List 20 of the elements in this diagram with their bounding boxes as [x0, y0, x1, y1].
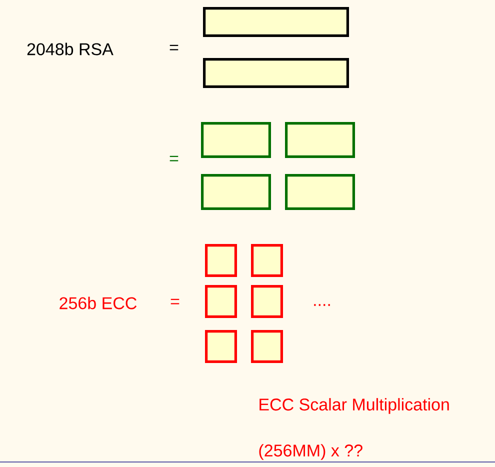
- equals-sign: =: [170, 44, 178, 50]
- ellipsis: ....: [314, 304, 330, 306]
- equals-sign: =: [170, 156, 178, 162]
- block: [251, 244, 283, 277]
- block: [251, 285, 283, 318]
- caption-text: ECC Scalar Multiplication: [260, 398, 449, 414]
- block: [201, 174, 271, 210]
- block: [201, 122, 271, 158]
- block: [203, 7, 349, 37]
- block: [205, 285, 237, 318]
- block: [205, 244, 237, 277]
- caption-text: (256MM) x ??: [259, 444, 362, 460]
- row-label: 256b ECC: [60, 296, 137, 310]
- block: [203, 58, 349, 88]
- block: [205, 330, 237, 363]
- block: [285, 174, 355, 210]
- equals-sign: =: [170, 298, 180, 304]
- block: [285, 122, 355, 158]
- row-label: 2048b RSA: [27, 42, 114, 56]
- block: [251, 330, 283, 363]
